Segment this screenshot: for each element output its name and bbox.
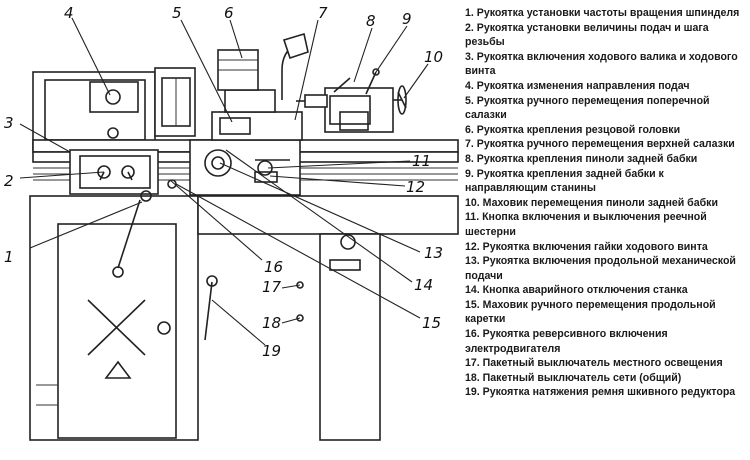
- legend-item: 15. Маховик ручного перемещения продольн…: [465, 298, 716, 326]
- legend-item: 2. Рукоятка установки величины подач и ш…: [465, 21, 709, 49]
- callout-5: 5: [172, 4, 182, 22]
- callout-4: 4: [64, 4, 74, 22]
- callout-13: 13: [424, 244, 443, 262]
- legend-item: 8. Рукоятка крепления пиноли задней бабк…: [465, 152, 698, 165]
- callout-1: 1: [4, 248, 14, 266]
- callout-2: 2: [4, 172, 14, 190]
- legend-item: 10. Маховик перемещения пиноли задней ба…: [465, 196, 718, 209]
- callout-17: 17: [262, 278, 282, 296]
- callout-9: 9: [402, 10, 412, 28]
- legend-item: 11. Кнопка включения и выключения реечно…: [465, 211, 707, 238]
- callout-leaders: [19, 17, 429, 346]
- callout-3: 3: [4, 114, 14, 132]
- callout-19: 19: [262, 342, 281, 360]
- callout-8: 8: [366, 12, 376, 30]
- callout-16: 16: [264, 258, 283, 276]
- callout-11: 11: [412, 152, 431, 170]
- legend-item: 6. Рукоятка крепления резцовой головки: [465, 123, 681, 136]
- legend-list: 1. Рукоятка установки частоты вращения ш…: [465, 6, 748, 400]
- legend-item: 4. Рукоятка изменения направления подач: [465, 79, 690, 92]
- legend-item: 14. Кнопка аварийного отключения станка: [465, 284, 688, 297]
- legend-item: 7. Рукоятка ручного перемещения верхней …: [465, 138, 735, 151]
- callout-7: 7: [318, 4, 328, 22]
- callout-14: 14: [414, 276, 433, 294]
- legend-item: 5. Рукоятка ручного перемещения поперечн…: [465, 94, 710, 122]
- legend-item: 17. Пакетный выключатель местного освеще…: [465, 357, 723, 370]
- legend-item: 3. Рукоятка включения ходового валика и …: [465, 50, 738, 78]
- legend-item: 1. Рукоятка установки частоты вращения ш…: [465, 7, 740, 19]
- callout-10: 10: [424, 48, 443, 66]
- callout-6: 6: [224, 4, 234, 22]
- callout-18: 18: [262, 314, 281, 332]
- lathe-outline: [29, 32, 459, 441]
- legend-item: 9. Рукоятка крепления задней бабки к нап…: [465, 167, 664, 195]
- callout-numbers: 1 2 3 4 5 6 7 8 9 10 11 12 13 14 15 16 1…: [4, 4, 443, 360]
- lathe-drawing: 1 2 3 4 5 6 7 8 9 10 11 12 13 14 15 16 1…: [4, 4, 459, 441]
- legend-item: 16. Рукоятка реверсивного включения элек…: [465, 328, 668, 355]
- legend-item: 12. Рукоятка включения гайки ходового ви…: [465, 240, 708, 253]
- callout-12: 12: [406, 178, 425, 196]
- legend-item: 19. Рукоятка натяжения ремня шкивного ре…: [465, 386, 736, 399]
- legend-item: 18. Пакетный выключатель сети (общий): [465, 371, 682, 384]
- legend-item: 13. Рукоятка включения продольной механи…: [465, 255, 736, 282]
- callout-15: 15: [422, 314, 441, 332]
